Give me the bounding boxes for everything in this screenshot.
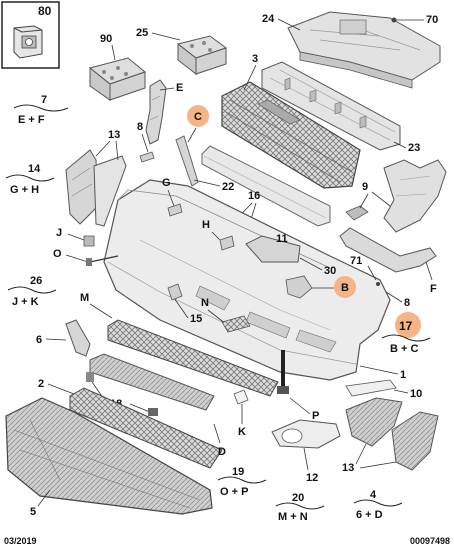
label-24: 24 — [262, 13, 275, 25]
label-G: G — [162, 177, 171, 189]
highlight-17 — [395, 312, 421, 338]
label-3: 3 — [252, 53, 258, 65]
svg-text:E + F: E + F — [18, 114, 45, 126]
label-17: 17 — [399, 319, 413, 333]
svg-text:B + C: B + C — [390, 343, 418, 355]
clip-nut-part — [13, 25, 43, 59]
group-17: B + C — [381, 334, 431, 355]
label-16: 16 — [248, 190, 260, 202]
label-22: 22 — [222, 181, 234, 193]
label-9: 9 — [362, 181, 368, 193]
label-8-lower: 8 — [404, 297, 410, 309]
label-70: 70 — [426, 14, 438, 26]
label-30: 30 — [324, 265, 336, 277]
lower-grille-2 — [69, 387, 223, 469]
clip-18 — [148, 408, 158, 416]
foam-block-90 — [88, 57, 147, 101]
label-1: 1 — [400, 369, 406, 381]
corner-grille-right — [391, 411, 439, 471]
label-B: B — [341, 282, 349, 294]
label-13-lower: 13 — [342, 462, 354, 474]
svg-text:M + N: M + N — [278, 511, 308, 523]
group-7: 7 E + F — [13, 94, 69, 126]
foam-block-25 — [176, 35, 228, 76]
bracket-B-part — [285, 275, 313, 299]
label-5: 5 — [30, 506, 36, 518]
bracket-9 — [345, 159, 447, 233]
label-P: P — [312, 410, 319, 422]
corner-grille-left — [345, 397, 403, 447]
svg-text:O + P: O + P — [220, 486, 248, 498]
lower-grille-M — [107, 319, 279, 397]
under-shield-5 — [5, 397, 213, 515]
clip-8-upper — [139, 151, 155, 163]
footer-date: 03/2019 — [4, 536, 37, 546]
impact-absorber — [261, 61, 401, 151]
label-H: H — [202, 219, 210, 231]
strip-10 — [345, 379, 397, 397]
svg-text:G + H: G + H — [10, 184, 39, 196]
bumper-cover — [103, 179, 391, 381]
emblem-N — [221, 315, 251, 333]
group-19: 19 O + P — [217, 466, 267, 498]
label-23: 23 — [408, 142, 420, 154]
side-bracket-E — [145, 79, 167, 145]
label-10: 10 — [410, 388, 422, 400]
label-E: E — [176, 82, 183, 94]
label-2: 2 — [38, 378, 44, 390]
svg-text:19: 19 — [232, 466, 244, 478]
front-grille — [221, 81, 361, 189]
label-25: 25 — [136, 27, 148, 39]
svg-text:7: 7 — [41, 94, 47, 106]
svg-text:14: 14 — [28, 163, 41, 175]
label-11: 11 — [276, 233, 288, 245]
upper-cross-member — [287, 11, 441, 89]
center-strip — [245, 235, 301, 263]
svg-text:4: 4 — [370, 489, 377, 501]
label-N: N — [201, 297, 209, 309]
label-12: 12 — [306, 472, 318, 484]
label-M: M — [80, 292, 89, 304]
bracket-F — [339, 227, 437, 273]
tow-eye-P — [277, 386, 289, 394]
clip-18b — [86, 372, 94, 382]
footer-reference: 00097498 — [409, 536, 450, 546]
label-O: O — [53, 248, 62, 260]
label-K: K — [238, 426, 246, 438]
label-C: C — [194, 111, 202, 123]
label-J: J — [56, 227, 62, 239]
label-6: 6 — [36, 334, 42, 346]
group-26: 26 J + K — [7, 275, 57, 308]
side-support-left — [65, 149, 127, 227]
label-15: 15 — [190, 313, 202, 325]
label-80: 80 — [38, 4, 52, 18]
svg-text:6 + D: 6 + D — [356, 509, 383, 521]
label-71: 71 — [350, 255, 362, 267]
label-F: F — [430, 283, 437, 295]
trim-strip-18 — [89, 353, 215, 411]
label-D: D — [218, 446, 226, 458]
group-4: 4 6 + D — [353, 489, 403, 521]
highlight-C — [187, 105, 209, 127]
label-13-upper: 13 — [108, 129, 120, 141]
side-cover-6 — [65, 319, 91, 357]
label-8-upper: 8 — [137, 121, 143, 133]
label-90: 90 — [100, 33, 112, 45]
svg-text:20: 20 — [292, 492, 304, 504]
svg-text:26: 26 — [30, 275, 42, 287]
svg-text:J + K: J + K — [12, 296, 39, 308]
chrome-strip — [175, 135, 331, 227]
group-20: 20 M + N — [275, 492, 325, 523]
group-14: 14 G + H — [5, 163, 55, 196]
highlight-B — [334, 276, 356, 298]
